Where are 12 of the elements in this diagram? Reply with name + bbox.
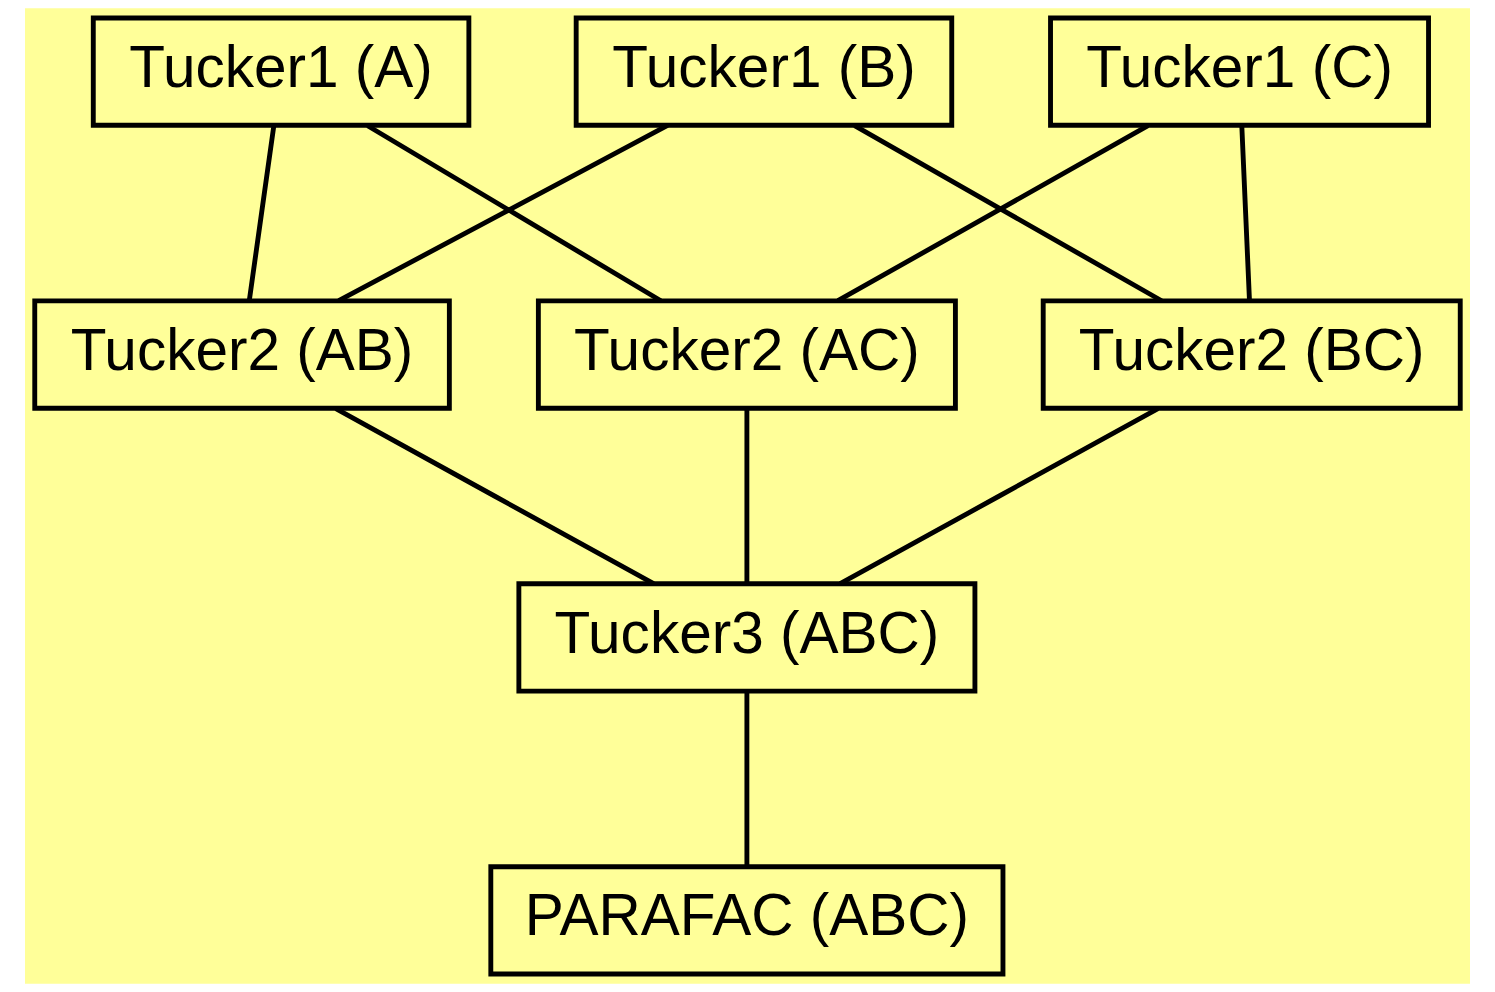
node-box: Tucker1 (B) [573,15,955,128]
node-box: Tucker2 (AC) [535,298,958,411]
connector [744,691,750,867]
node-box: Tucker3 (ABC) [516,581,978,694]
node-box: Tucker2 (BC) [1040,298,1463,411]
connector [246,125,277,302]
connector [744,408,750,584]
connector [1239,125,1252,301]
node-box: Tucker2 (AB) [32,298,452,411]
node-box: Tucker1 (A) [90,15,472,128]
node-box: Tucker1 (C) [1048,15,1431,128]
node-box: PARAFAC (ABC) [488,864,1006,977]
